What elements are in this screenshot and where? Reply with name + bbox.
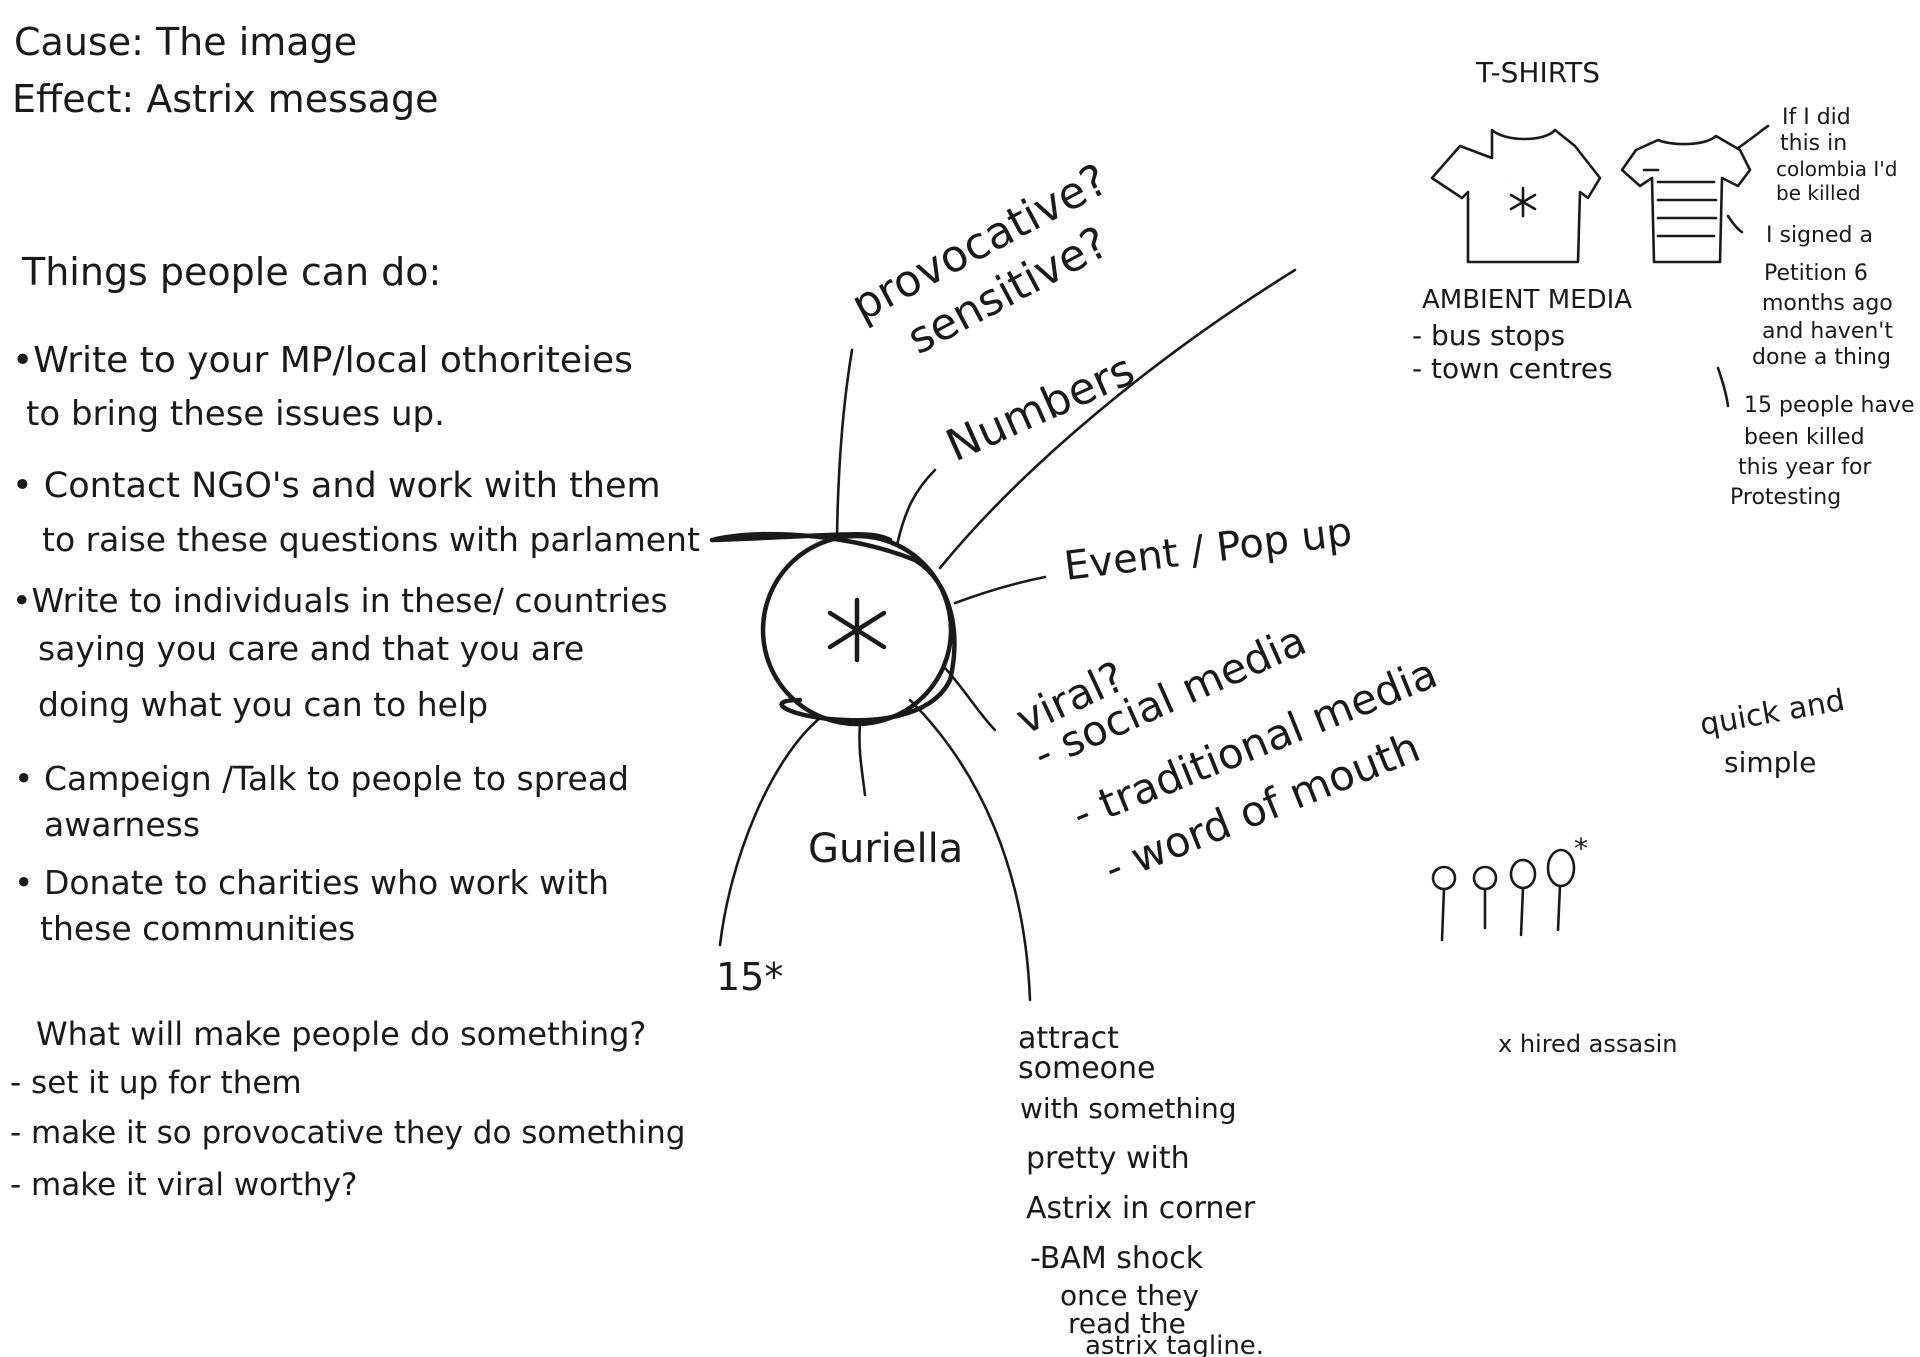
- things-item-2-line-2: to raise these questions with parlament: [42, 520, 700, 559]
- center-circle: [709, 531, 957, 723]
- effect-text: Effect: Astrix message: [12, 77, 438, 121]
- note-1-line-2: this in: [1780, 131, 1847, 156]
- note-1-line-4: be killed: [1776, 181, 1861, 205]
- things-heading: Things people can do:: [21, 250, 441, 294]
- note-1-line-3: colombia I'd: [1776, 157, 1897, 181]
- numbers-label: Numbers: [939, 344, 1142, 472]
- fifteen-label: 15*: [716, 955, 783, 999]
- tshirt-symbol: *: [1510, 179, 1511, 181]
- mindmap-branches: [718, 268, 1297, 1002]
- ambient-title: AMBIENT MEDIA: [1422, 285, 1632, 315]
- motivation-item-1: - set it up for them: [10, 1065, 302, 1101]
- attract-line-9: astrix tagline.: [1085, 1331, 1264, 1357]
- note-2-line-5: done a thing: [1752, 345, 1891, 370]
- attract-line-2: someone: [1018, 1051, 1156, 1086]
- pins-sketch-icon: [1431, 848, 1576, 942]
- attract-line-7: once they: [1060, 1279, 1199, 1312]
- motivation-item-3: - make it viral worthy?: [10, 1167, 357, 1203]
- attract-line-3: with something: [1020, 1092, 1237, 1125]
- pins-asterisk: *: [1574, 832, 1588, 865]
- things-item-4-line-2: awarness: [44, 805, 200, 844]
- note-3-line-2: been killed: [1744, 425, 1865, 450]
- note-1-line-1: If I did: [1782, 105, 1851, 130]
- tshirt-asterisk-icon: [1430, 128, 1602, 264]
- note-2-line-2: Petition 6: [1764, 261, 1868, 286]
- note-2-line-3: months ago: [1762, 291, 1893, 316]
- cause-text: Cause: The image: [14, 20, 357, 64]
- things-item-2-line-1: • Contact NGO's and work with them: [12, 466, 661, 506]
- ambient-item-2: - town centres: [1412, 352, 1613, 385]
- hired-assassin-text: x hired assasin: [1498, 1030, 1677, 1058]
- event-label: Event / Pop up: [1062, 509, 1355, 590]
- guriella-label: Guriella: [808, 826, 963, 872]
- attract-line-1: attract: [1018, 1021, 1119, 1056]
- note-3-line-3: this year for: [1738, 455, 1872, 480]
- things-item-3-line-3: doing what you can to help: [38, 685, 488, 724]
- things-item-1-line-2: to bring these issues up.: [26, 394, 445, 434]
- things-item-5-line-1: • Donate to charities who work with: [14, 863, 609, 902]
- tshirt-text-icon: [1620, 134, 1752, 264]
- things-item-3-line-2: saying you care and that you are: [38, 629, 584, 668]
- quick-line-1: quick and: [1697, 683, 1847, 743]
- motivation-item-2: - make it so provocative they do somethi…: [10, 1115, 685, 1151]
- things-item-5-line-2: these communities: [40, 909, 355, 948]
- note-3-line-1: 15 people have: [1744, 393, 1915, 418]
- motivation-heading: What will make people do something?: [36, 1015, 646, 1053]
- center-asterisk-icon: [827, 597, 887, 663]
- things-item-3-line-1: •Write to individuals in these/ countrie…: [12, 581, 668, 620]
- attract-line-4: pretty with: [1026, 1141, 1190, 1176]
- tshirts-title: T-SHIRTS: [1475, 56, 1600, 89]
- note-2-line-1: I signed a: [1766, 223, 1873, 248]
- things-item-4-line-1: • Campeign /Talk to people to spread: [14, 759, 629, 798]
- note-2-line-4: and haven't: [1762, 319, 1893, 344]
- attract-line-5: Astrix in corner: [1026, 1191, 1256, 1226]
- note-3-line-4: Protesting: [1730, 485, 1841, 510]
- tshirt-connector-lines: [1716, 124, 1770, 408]
- ambient-item-1: - bus stops: [1412, 319, 1565, 352]
- attract-line-8: read the: [1068, 1307, 1186, 1340]
- attract-line-6: -BAM shock: [1030, 1241, 1204, 1276]
- things-item-1-line-1: •Write to your MP/local othoriteies: [12, 340, 633, 381]
- quick-line-2: simple: [1724, 746, 1816, 779]
- center-circle-outline: [760, 533, 954, 727]
